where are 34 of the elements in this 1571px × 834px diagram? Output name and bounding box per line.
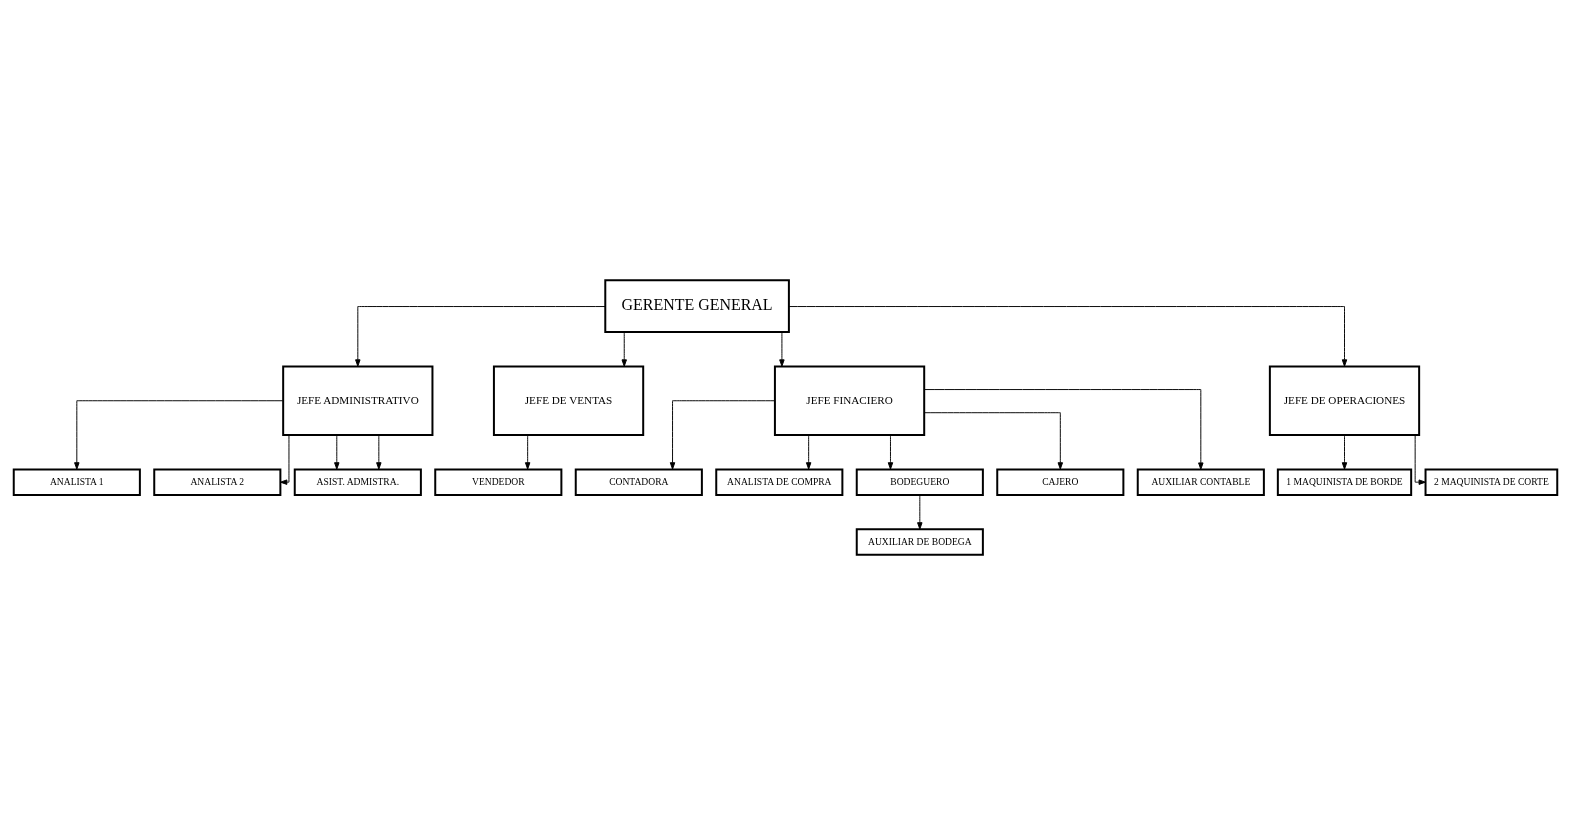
- node-box: ANALISTA 2: [153, 467, 282, 496]
- arrow: [376, 434, 382, 470]
- arrow: [923, 388, 1204, 470]
- arrow: [788, 305, 1348, 367]
- arrow: [887, 434, 894, 470]
- arrow: [355, 305, 606, 367]
- node-box: JEFE DE VENTAS: [492, 364, 645, 436]
- arrow: [524, 434, 531, 470]
- arrow: [279, 434, 290, 485]
- arrow: [1341, 434, 1348, 470]
- node-box: GERENTE GENERAL: [604, 278, 790, 333]
- node-box: CONTADORA: [574, 467, 703, 496]
- node-box: JEFE ADMINISTRATIVO: [282, 364, 434, 436]
- node-box: 1 MAQUINISTA DE BORDE: [1276, 467, 1413, 496]
- arrow: [917, 494, 923, 530]
- arrow: [779, 331, 785, 367]
- node-box: JEFE DE OPERACIONES: [1268, 364, 1421, 436]
- arrow: [74, 399, 284, 470]
- node-box: JEFE FINACIERO: [773, 364, 926, 436]
- node-box: AUXILIAR DE BODEGA: [855, 527, 984, 556]
- node-box: VENDEDOR: [434, 467, 563, 496]
- arrow: [669, 399, 776, 470]
- node-box: AUXILIAR CONTABLE: [1136, 467, 1265, 496]
- node-box: 2 MAQUINISTA DE CORTE: [1424, 467, 1559, 496]
- arrow: [621, 331, 627, 367]
- node-box: CAJERO: [996, 467, 1125, 496]
- node-box: ANALISTA DE COMPRA: [715, 467, 844, 496]
- arrow: [924, 411, 1064, 470]
- arrow: [1414, 434, 1426, 485]
- arrow: [334, 434, 340, 470]
- arrow: [805, 434, 812, 470]
- node-box: ANALISTA 1: [12, 467, 141, 496]
- node-box: BODEGUERO: [855, 467, 984, 496]
- node-box: ASIST. ADMISTRA.: [293, 467, 422, 496]
